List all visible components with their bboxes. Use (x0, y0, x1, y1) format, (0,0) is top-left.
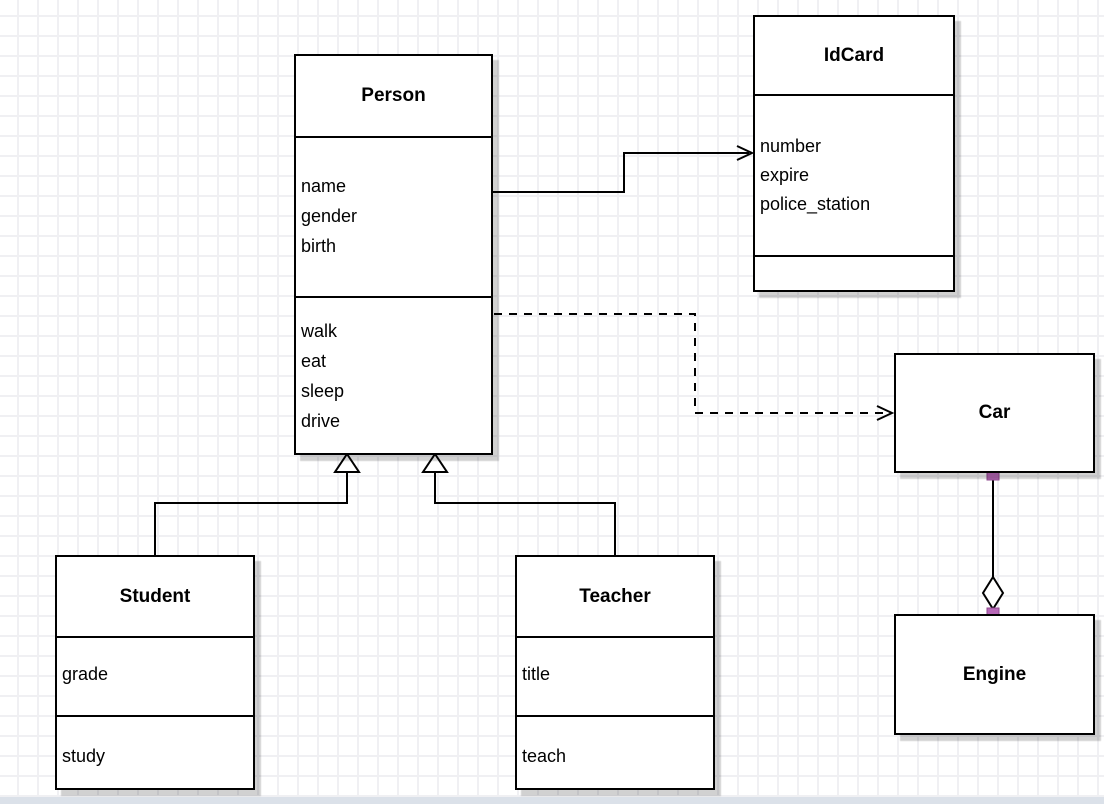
class-title: Teacher (579, 585, 651, 607)
methods-compartment: walk eat sleep drive (296, 296, 491, 457)
method: walk (301, 321, 338, 341)
class-title: IdCard (823, 44, 885, 66)
class-engine[interactable]: Engine (894, 614, 1095, 735)
open-arrowhead-icon (736, 145, 755, 161)
class-car[interactable]: Car (894, 353, 1095, 473)
method: teach (522, 746, 567, 766)
class-student[interactable]: Student grade study (55, 555, 255, 790)
class-teacher[interactable]: Teacher title teach (515, 555, 715, 790)
edge-teacher-person[interactable] (421, 452, 616, 555)
methods-compartment: teach (517, 715, 713, 792)
class-title: Person (361, 85, 426, 106)
attributes-compartment: name gender birth (296, 136, 491, 296)
edge-car-engine[interactable] (981, 467, 1005, 621)
methods-compartment: study (57, 715, 253, 792)
page-boundary-strip (0, 797, 1104, 804)
edge-person-car[interactable] (494, 313, 895, 421)
attribute: name (301, 176, 347, 196)
generalization-triangle-icon (333, 452, 361, 473)
edge-person-idcard[interactable] (493, 145, 755, 193)
open-arrowhead-icon (876, 405, 895, 421)
aggregation-diamond-icon (981, 575, 1005, 611)
attribute: title (522, 664, 551, 684)
class-title: Car (978, 402, 1011, 423)
attribute: birth (301, 236, 337, 256)
class-title: Student (119, 585, 191, 607)
generalization-triangle-icon (421, 452, 449, 473)
edge-student-person[interactable] (154, 452, 361, 555)
method: study (62, 746, 106, 766)
attribute: grade (62, 664, 109, 684)
method: eat (301, 351, 327, 371)
attribute: number (760, 136, 822, 156)
attributes-compartment: grade (57, 636, 253, 715)
methods-compartment-empty (755, 255, 953, 294)
attributes-compartment: number expire police_station (755, 94, 953, 255)
attribute: expire (760, 165, 810, 185)
attributes-compartment: title (517, 636, 713, 715)
class-title: Engine (962, 663, 1027, 685)
class-idcard[interactable]: IdCard number expire police_station (753, 15, 955, 292)
attribute: gender (301, 206, 358, 226)
method: drive (301, 411, 341, 431)
method: sleep (301, 381, 345, 401)
class-person[interactable]: Person name gender birth walk eat sleep … (294, 54, 493, 455)
attribute: police_station (760, 194, 871, 214)
